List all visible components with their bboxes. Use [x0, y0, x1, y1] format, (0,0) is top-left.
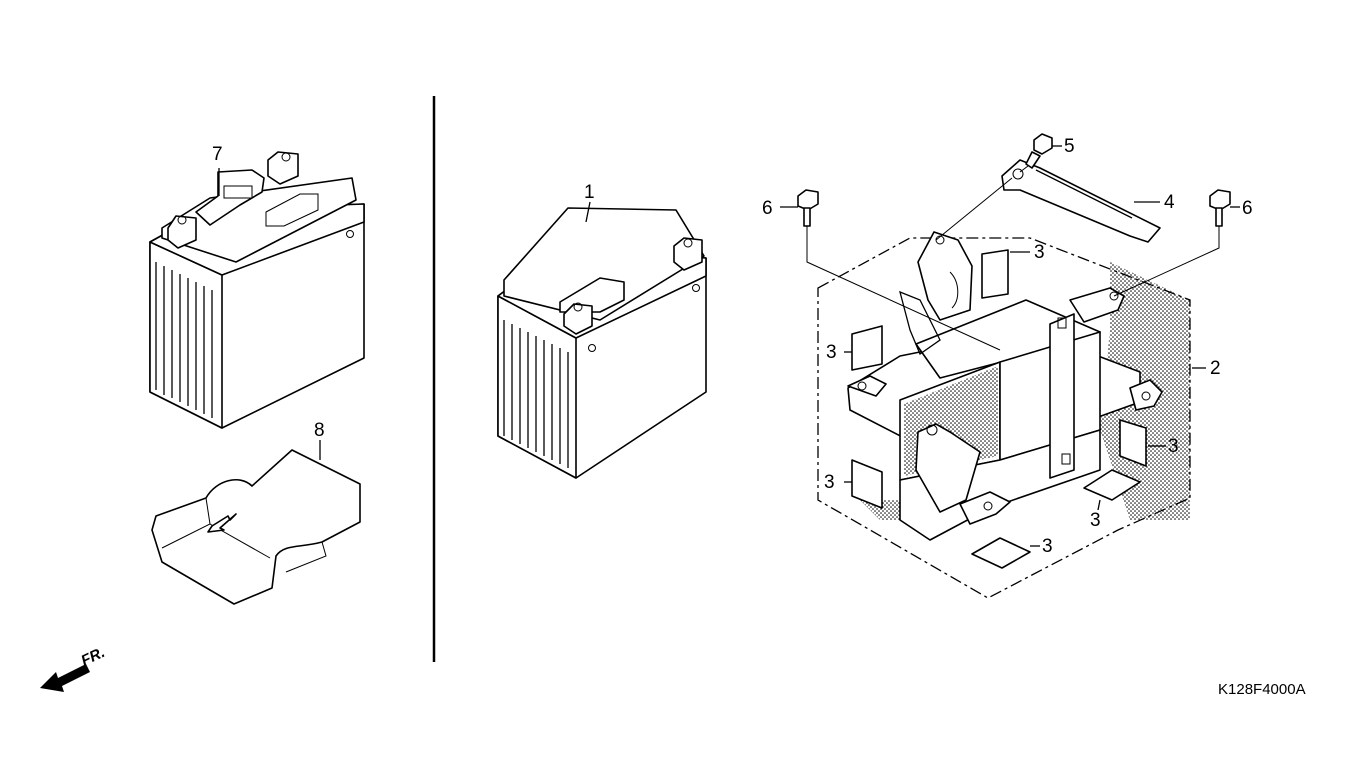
- callout-7: 7: [212, 144, 223, 165]
- front-marker-label: FR.: [79, 644, 108, 670]
- battery-strap-part-4: [935, 159, 1161, 243]
- bolt-part-6-right: [1113, 189, 1240, 297]
- bolt-part-5: [1019, 133, 1062, 173]
- callout-3-left-upper: 3: [826, 342, 837, 363]
- bolt-part-6-left: [780, 189, 1001, 351]
- battery-part-7: [149, 151, 365, 429]
- front-direction-arrow-icon: [40, 664, 90, 692]
- callout-3-left-lower: 3: [824, 472, 835, 493]
- callout-5: 5: [1064, 136, 1075, 157]
- battery-part-1: [497, 201, 707, 479]
- callout-3-bottom: 3: [1042, 536, 1053, 557]
- callout-3-right: 3: [1168, 436, 1179, 457]
- callout-3-top: 3: [1034, 242, 1045, 263]
- callout-8: 8: [314, 420, 325, 441]
- rubber-pads-part-3: [844, 249, 1166, 569]
- callout-3-bottom-right: 3: [1090, 510, 1101, 531]
- battery-cover-part-8: [151, 440, 361, 605]
- diagram-code: K128F4000A: [1218, 681, 1306, 698]
- callout-6-left: 6: [762, 198, 773, 219]
- callout-1: 1: [584, 182, 595, 203]
- callout-6-right: 6: [1242, 198, 1253, 219]
- callout-2: 2: [1210, 358, 1221, 379]
- battery-box-part-2: [817, 231, 1206, 599]
- callout-4: 4: [1164, 192, 1175, 213]
